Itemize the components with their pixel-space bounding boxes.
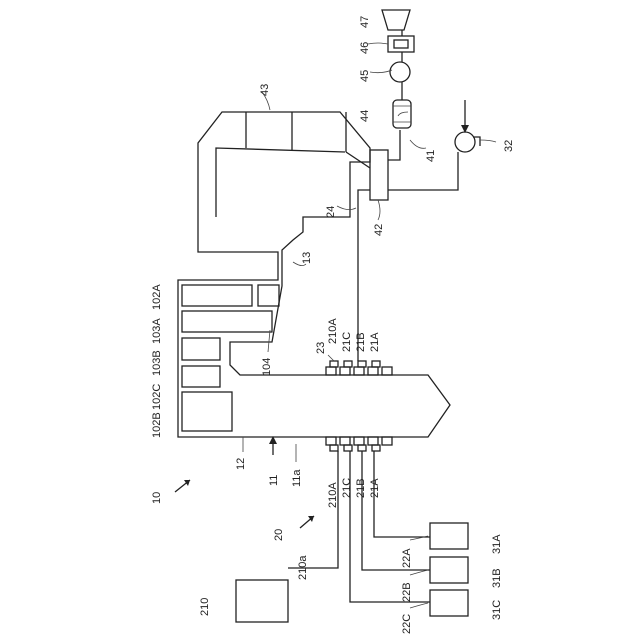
fuel-line-22B (362, 451, 430, 570)
label-11: 11 (268, 475, 280, 486)
label-46: 46 (359, 42, 371, 54)
label-10: 10 (151, 492, 163, 504)
label-210A-bot: 210A (327, 482, 339, 508)
heat-exchanger-102B (182, 392, 232, 431)
label-21A-top: 21A (369, 332, 381, 352)
label-22A: 22A (401, 548, 413, 568)
label-210A-top: 210A (327, 318, 339, 344)
controller-210 (236, 580, 288, 622)
equipment-44 (393, 100, 411, 128)
flue-duct-41 (388, 130, 400, 160)
boiler-outline (178, 112, 450, 437)
air-heater (370, 150, 388, 200)
label-47: 47 (359, 16, 371, 28)
label-24: 24 (325, 206, 337, 218)
label-12: 12 (235, 458, 247, 470)
label-21C-top: 21C (341, 332, 353, 352)
label-13: 13 (301, 252, 313, 264)
bottom-burners (326, 437, 392, 451)
label-31B: 31B (491, 568, 503, 588)
equipment-45 (390, 62, 410, 82)
supply-unit-31C (430, 590, 468, 616)
label-104: 104 (261, 358, 273, 376)
label-42: 42 (373, 224, 385, 236)
label-44: 44 (359, 110, 371, 122)
heat-exchanger-103A (182, 311, 272, 332)
heat-exchanger-102A (182, 285, 252, 306)
label-210: 210 (199, 598, 211, 616)
label-103A: 103A (151, 318, 163, 344)
label-11a: 11a (291, 469, 303, 487)
label-102B: 102B (151, 412, 163, 438)
top-burners (326, 361, 392, 375)
heat-exchanger-104 (258, 285, 279, 306)
label-31A: 31A (491, 534, 503, 554)
label-20: 20 (273, 529, 285, 541)
label-22C: 22C (401, 614, 413, 634)
fuel-line-22A (374, 451, 430, 537)
heat-exchanger-103B (182, 338, 220, 360)
label-32: 32 (503, 140, 515, 152)
forced-draft-fan (455, 132, 475, 152)
arrowhead-10 (184, 480, 190, 486)
label-22B: 22B (401, 582, 413, 602)
line-210a (288, 451, 338, 568)
supply-unit-31B (430, 557, 468, 583)
label-102C: 102C (151, 384, 163, 410)
label-41: 41 (425, 150, 437, 162)
supply-unit-31A (430, 523, 468, 549)
equipment-46-detail (394, 40, 408, 48)
stack-47 (382, 10, 410, 30)
equipment-46 (388, 36, 414, 52)
label-210a: 210a (297, 555, 309, 580)
forced-air-duct (388, 152, 458, 190)
label-23: 23 (315, 342, 327, 354)
heat-exchanger-102C (182, 366, 220, 387)
label-21B-top: 21B (355, 332, 367, 352)
label-21C-bot: 21C (341, 478, 353, 498)
label-21A-bot: 21A (369, 478, 381, 498)
label-102A: 102A (151, 284, 163, 310)
label-21B-bot: 21B (355, 478, 367, 498)
label-45: 45 (359, 70, 371, 82)
label-43: 43 (259, 84, 271, 96)
label-103B: 103B (151, 350, 163, 376)
label-31C: 31C (491, 600, 503, 620)
